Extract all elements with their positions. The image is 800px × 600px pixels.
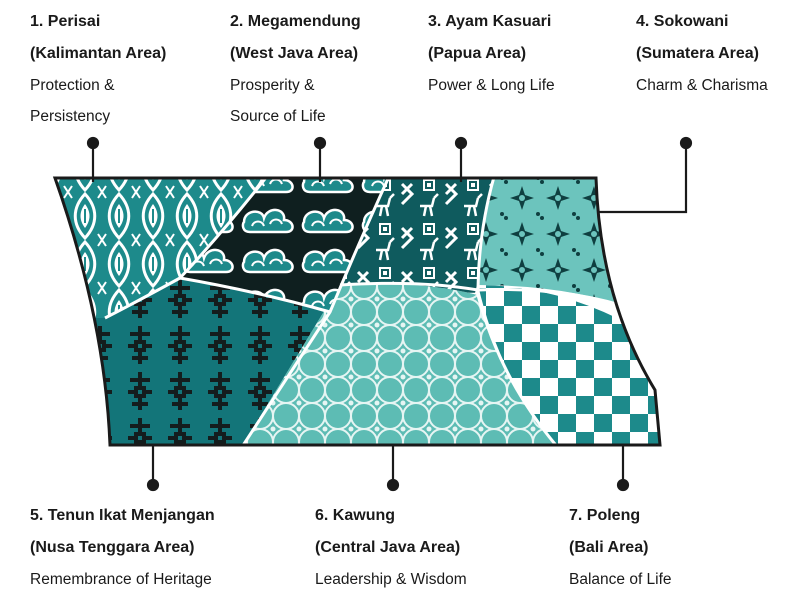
pattern-meaning: Charm & Charisma: [636, 77, 768, 94]
label-poleng: 7. Poleng (Bali Area) Balance of Life: [569, 508, 672, 588]
leader-line-poleng: [616, 445, 630, 492]
pattern-meaning: Balance of Life: [569, 571, 672, 588]
region-megamendung: [180, 178, 392, 312]
pattern-title: 3. Ayam Kasuari: [428, 13, 552, 30]
cloth-outline: [52, 176, 662, 447]
pattern-title: 5. Tenun Ikat Menjangan: [30, 507, 215, 524]
leader-line-perisai: [86, 136, 100, 182]
pattern-meaning: Remembrance of Heritage: [30, 571, 212, 588]
pattern-meaning: Prosperity &: [230, 77, 315, 94]
pattern-region: (Sumatera Area): [636, 45, 760, 62]
pattern-title: 2. Megamendung: [230, 13, 361, 30]
label-kawung: 6. Kawung (Central Java Area) Leadership…: [315, 508, 467, 588]
pattern-meaning: Leadership & Wisdom: [315, 571, 467, 588]
pattern-meaning: Power & Long Life: [428, 77, 555, 94]
pattern-region: (Bali Area): [569, 539, 649, 556]
pattern-title: 7. Poleng: [569, 507, 641, 524]
pattern-meaning-2: Source of Life: [230, 108, 326, 125]
pattern-title: 6. Kawung: [315, 507, 396, 524]
leader-line-kawung: [386, 445, 400, 492]
leader-line-sokowani: [598, 136, 693, 214]
pattern-title: 4. Sokowani: [636, 13, 729, 30]
pattern-meaning: Protection &: [30, 77, 115, 94]
region-ayam-kasuari: [330, 178, 496, 312]
pattern-region: (Central Java Area): [315, 539, 461, 556]
leader-line-tenun: [146, 445, 160, 492]
label-tenun-ikat-menjangan: 5. Tenun Ikat Menjangan (Nusa Tenggara A…: [30, 508, 215, 588]
label-megamendung: 2. Megamendung (West Java Area) Prosperi…: [230, 14, 361, 125]
pattern-region: (Kalimantan Area): [30, 45, 167, 62]
pattern-meaning-2: Persistency: [30, 108, 111, 125]
label-sokowani: 4. Sokowani (Sumatera Area) Charm & Char…: [636, 14, 768, 94]
pattern-region: (West Java Area): [230, 45, 359, 62]
region-perisai: [55, 178, 272, 318]
pattern-region: (Nusa Tenggara Area): [30, 539, 195, 556]
leader-line-ayam-kasuari: [454, 136, 468, 182]
leader-line-megamendung: [313, 136, 327, 182]
pattern-region: (Papua Area): [428, 45, 527, 62]
pattern-title: 1. Perisai: [30, 13, 101, 30]
label-perisai: 1. Perisai (Kalimantan Area) Protection …: [30, 14, 166, 125]
label-ayam-kasuari: 3. Ayam Kasuari (Papua Area) Power & Lon…: [428, 14, 555, 94]
